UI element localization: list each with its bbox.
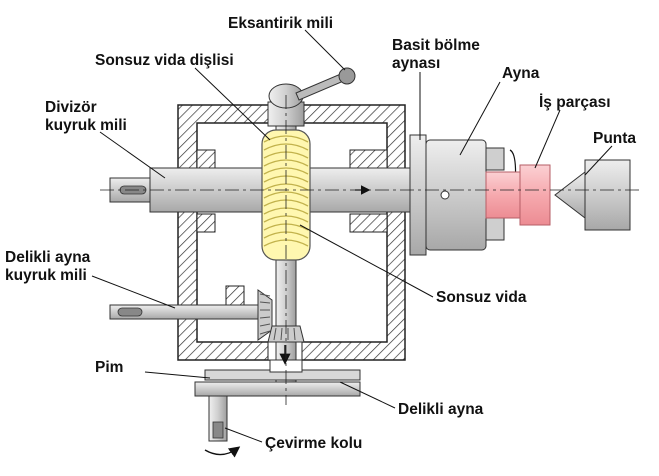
label-divizor-line1: Divizör [45,99,97,116]
label-basit-bolme-line1: Basit bölme [392,37,480,54]
leader-lines [91,29,613,443]
label-is-parcasi: İş parçası [539,94,611,111]
simple-index-plate [409,134,427,256]
label-delikli-ayna: Delikli ayna [398,401,484,418]
label-ayna: Ayna [502,65,540,82]
indexing-plate-shaft [109,304,259,320]
label-basit-bolme-line2: aynası [392,55,440,72]
label-delikli-ayna-kuyruk-line1: Delikli ayna [5,249,91,266]
bevel-gears [257,289,305,343]
chuck [425,139,519,251]
label-cevirme-kolu: Çevirme kolu [265,435,362,452]
tailstock-center [554,159,631,231]
workpiece [485,164,551,226]
labels: Eksantirik mili Sonsuz vida dişlisi Basi… [5,15,636,452]
label-eksantirik-mili: Eksantirik mili [228,15,333,32]
crank-handle [204,395,241,458]
label-sonsuz-vida-dislisi: Sonsuz vida dişlisi [95,52,234,69]
label-divizor-line2: kuyruk mili [45,117,127,134]
label-pim: Pim [95,359,123,376]
label-punta: Punta [593,130,636,147]
label-delikli-ayna-kuyruk-line2: kuyruk mili [5,267,87,284]
index-plate [194,345,361,397]
label-sonsuz-vida: Sonsuz vida [436,289,527,306]
